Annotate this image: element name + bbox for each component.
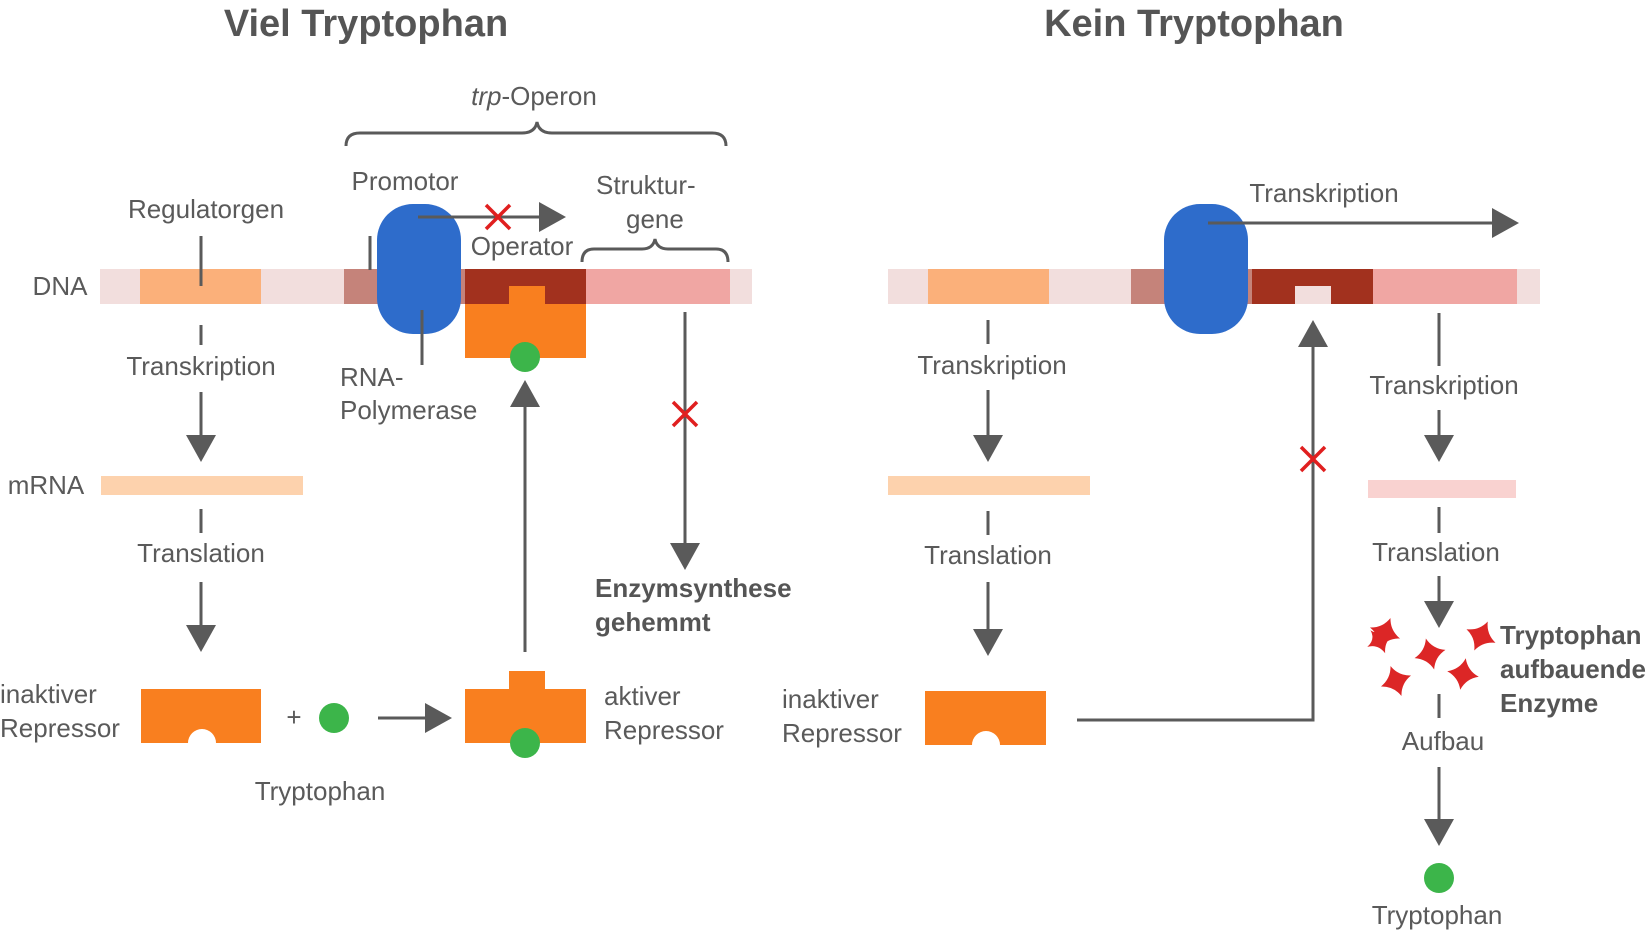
enzyme-label-1: Tryptophan xyxy=(1500,620,1642,650)
rna-polymerase-label-1: RNA- xyxy=(340,362,404,392)
mrna-label: mRNA xyxy=(8,470,85,500)
operator-segment-right xyxy=(1252,269,1373,304)
enzyme-label-3: Enzyme xyxy=(1500,688,1598,718)
active-repressor-label-1: aktiver xyxy=(604,681,681,711)
active-repressor-bound xyxy=(465,286,586,358)
mrna-bar-left xyxy=(101,476,303,495)
inactive-repressor-label-2: Repressor xyxy=(0,713,120,743)
x-mark-enzymsynthese xyxy=(671,400,699,428)
dna-label: DNA xyxy=(33,271,89,301)
tryptophan-free-left xyxy=(319,703,349,733)
enzyme-star-b xyxy=(1414,638,1446,670)
inactive-repressor-left xyxy=(141,689,261,743)
rna-polymerase-right xyxy=(1164,204,1248,334)
tryptophan-label-left: Tryptophan xyxy=(255,776,386,806)
rna-polymerase-label-2: Polymerase xyxy=(340,395,477,425)
operon-label: trp-Operon xyxy=(471,81,597,111)
operon-label-italic: trp xyxy=(471,81,501,111)
transkription-label-right-right: Transkription xyxy=(1369,370,1518,400)
tryptophan-right xyxy=(1424,863,1454,893)
enzymsynthese-label-2: gehemmt xyxy=(595,607,711,637)
rna-polymerase-left xyxy=(377,204,461,334)
left-title: Viel Tryptophan xyxy=(224,3,508,45)
blocked-binding-arrow xyxy=(1077,320,1328,722)
transkription-label-right-left: Transkription xyxy=(917,350,1066,380)
enzyme-star-d xyxy=(1380,665,1412,697)
inactive-repressor-label-1: inaktiver xyxy=(0,679,97,709)
tryptophan-in-repressor xyxy=(510,728,540,758)
strukturgene-label-1: Struktur- xyxy=(596,170,696,200)
mrna-bar-right-left xyxy=(888,476,1090,495)
plus-sign: + xyxy=(286,702,301,732)
strukturgene-brace xyxy=(580,238,730,263)
translation-label-right-right: Translation xyxy=(1372,537,1500,567)
transkription-label-left: Transkription xyxy=(126,351,275,381)
tryptophan-label-right: Tryptophan xyxy=(1372,900,1503,930)
enzyme-star-e xyxy=(1447,658,1479,690)
tryptophan-bound xyxy=(510,342,540,372)
translation-label-left: Translation xyxy=(137,538,265,568)
enzyme-stars xyxy=(1367,617,1496,697)
regulatorgen-label: Regulatorgen xyxy=(128,194,284,224)
active-repressor xyxy=(465,671,586,743)
operon-brace xyxy=(344,121,728,147)
enzyme-star-c xyxy=(1466,621,1496,651)
inactive-repressor-label-right-2: Repressor xyxy=(782,718,902,748)
strukturgene-segment xyxy=(586,269,730,304)
enzyme-star-a xyxy=(1369,617,1401,649)
regulatorgen-segment-right xyxy=(928,269,1049,304)
enzyme-label-2: aufbauende xyxy=(1500,654,1646,684)
inactive-repressor-label-right-1: inaktiver xyxy=(782,684,879,714)
enzymsynthese-label-1: Enzymsynthese xyxy=(595,573,792,603)
promotor-label: Promotor xyxy=(352,166,459,196)
aufbau-label: Aufbau xyxy=(1402,726,1484,756)
operator-label: Operator xyxy=(471,231,574,261)
operon-label-rest: -Operon xyxy=(501,81,596,111)
active-repressor-label-2: Repressor xyxy=(604,715,724,745)
x-mark-binding xyxy=(1299,445,1327,473)
strukturgene-label-2: gene xyxy=(626,204,684,234)
translation-label-right-left: Translation xyxy=(924,540,1052,570)
inactive-repressor-right xyxy=(925,691,1046,745)
transkription-label-top-right: Transkription xyxy=(1249,178,1398,208)
strukturgene-segment-right xyxy=(1373,269,1517,304)
x-mark-transcription xyxy=(484,203,512,231)
right-title: Kein Tryptophan xyxy=(1044,3,1344,45)
mrna-bar-right-right xyxy=(1368,480,1516,498)
